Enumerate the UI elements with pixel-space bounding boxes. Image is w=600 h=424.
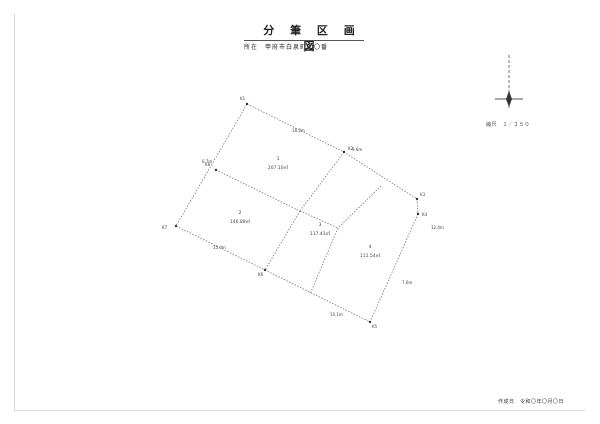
dimension-label: 7.6m xyxy=(402,280,412,285)
point-label: K1 xyxy=(240,96,246,101)
parcel-area: 117.43㎡ xyxy=(310,230,331,237)
boundary-point xyxy=(174,224,178,228)
parcel-area: 146.88㎡ xyxy=(230,218,251,225)
boundary-point xyxy=(214,168,218,172)
point-label: K5 xyxy=(372,324,378,329)
parcel-area: 111.54㎡ xyxy=(360,252,381,259)
boundary-point xyxy=(245,102,249,106)
parcel-outline xyxy=(175,103,419,323)
footer-note: 作成日 令和〇年〇月〇日 xyxy=(498,399,565,405)
boundary-point xyxy=(415,197,419,201)
division-line xyxy=(337,185,382,229)
boundary-point xyxy=(368,320,372,324)
division-line xyxy=(215,169,301,212)
parcel-area: 207.10㎡ xyxy=(268,164,289,171)
division-line xyxy=(299,210,339,229)
parcel-number: 3 xyxy=(319,222,322,228)
parcel-number: 1 xyxy=(277,156,280,162)
boundary-points xyxy=(174,102,420,324)
dimension-label: 9.6m xyxy=(352,147,362,152)
drawing-sheet xyxy=(14,14,585,411)
point-label: K3 xyxy=(420,192,426,197)
parcel-number: 4 xyxy=(369,244,372,250)
boundary-point xyxy=(263,268,267,272)
dimension-label: 6.7m xyxy=(202,159,212,164)
page-title: 分 筆 区 画 図 xyxy=(263,24,361,53)
point-label: K6 xyxy=(258,272,264,277)
dimension-label: 10.1m xyxy=(330,312,343,317)
division-line xyxy=(264,210,301,271)
point-label: K8 xyxy=(205,162,211,167)
division-line xyxy=(309,227,339,295)
dimension-label: 12.4m xyxy=(431,225,444,230)
point-label: K4 xyxy=(422,212,428,217)
north-arrow-icon xyxy=(495,55,523,110)
boundary-point xyxy=(342,150,346,154)
location-line: 所在 甲府市白泉町〇〇番 xyxy=(244,40,364,51)
boundary-point xyxy=(416,212,420,216)
point-label: K2 xyxy=(348,146,354,151)
dimension-label: 15.0m xyxy=(213,245,226,250)
dimension-label: 18.2m xyxy=(292,128,305,133)
parcel-number: 2 xyxy=(239,210,242,216)
division-line xyxy=(299,151,345,212)
point-label: K7 xyxy=(162,225,168,230)
scale-label: 縮尺 １／２５０ xyxy=(486,122,531,128)
